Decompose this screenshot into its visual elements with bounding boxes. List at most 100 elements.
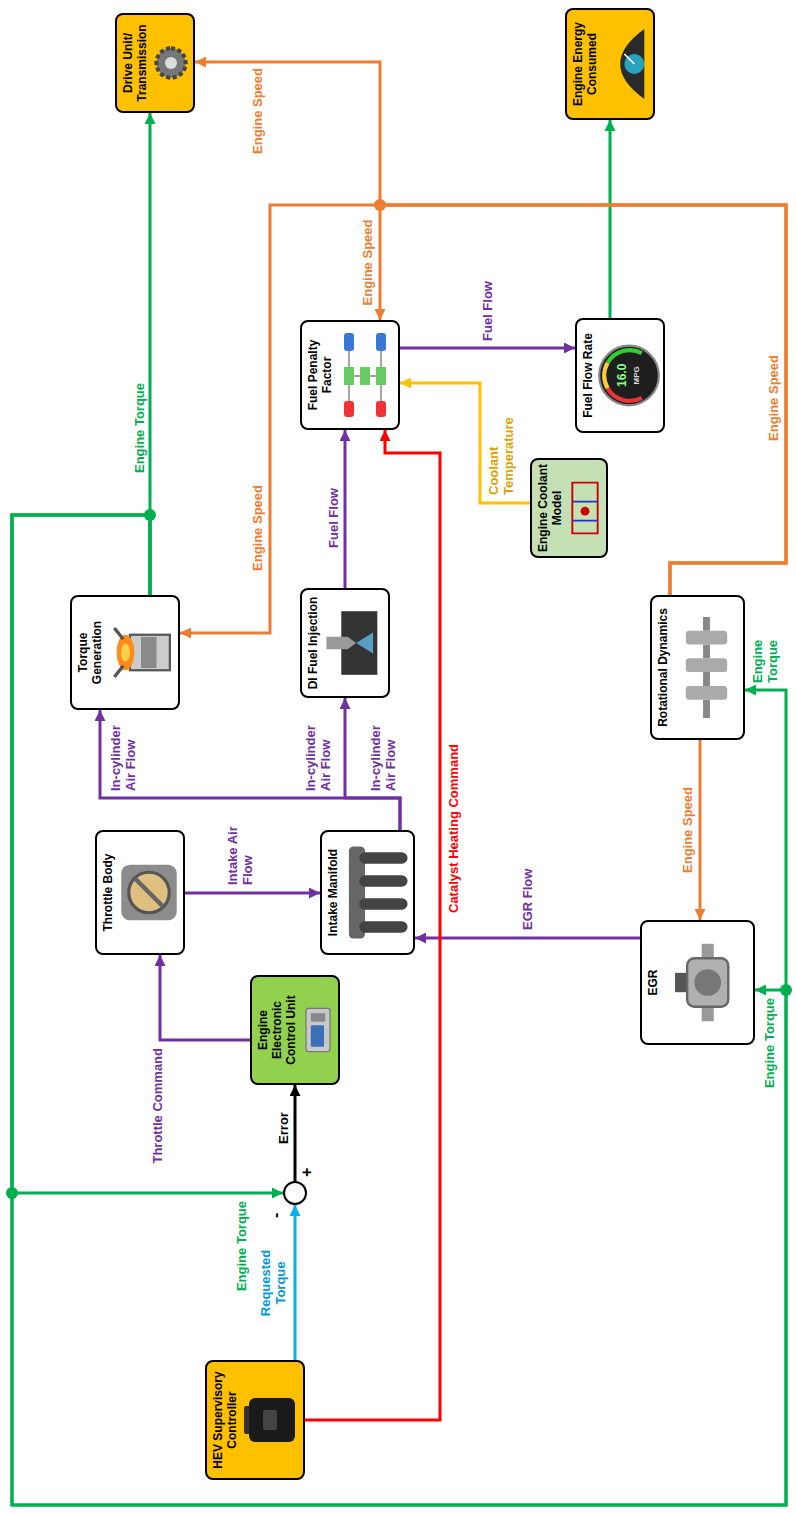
component-box: DI Fuel Injection <box>300 588 390 698</box>
junction-sign: - <box>268 1213 284 1218</box>
signal-label: Engine Speed <box>680 775 695 885</box>
gauge-readout: 16.0 <box>615 364 629 387</box>
signal-line <box>305 430 440 1420</box>
component-illustration <box>572 483 597 534</box>
signal-label: In-cylinder Air Flow <box>368 711 398 791</box>
icon-frame <box>300 977 336 1083</box>
component-box: Fuel Flow Rate16.0MPG <box>575 318 665 433</box>
signal-label: Fuel Flow <box>480 261 495 341</box>
signal-label: Error <box>276 1093 291 1163</box>
icon-frame <box>117 832 181 953</box>
icon-frame <box>566 460 604 556</box>
ecu-box: Engine Electronic Control Unit <box>250 975 340 1085</box>
component-box: Rotational Dynamics <box>650 595 745 740</box>
icon-frame <box>672 597 741 738</box>
box-title: Engine Energy Consumed <box>567 10 601 118</box>
signal-line <box>294 1205 297 1360</box>
signal-label: Engine Torque <box>762 998 777 1118</box>
signal-line <box>344 430 347 588</box>
component-illustration <box>601 10 651 118</box>
signal-line <box>415 937 640 940</box>
summing-junction: -+ <box>283 1181 307 1205</box>
signal-line <box>100 710 400 830</box>
box-title: EGR <box>642 922 662 1043</box>
component-illustration <box>156 48 185 77</box>
icon-frame <box>342 832 411 953</box>
component-illustration <box>566 460 604 556</box>
component-box: Intake Manifold <box>320 830 415 955</box>
component-box: Fuel Penalty Factor <box>300 320 400 430</box>
box-title: Engine Coolant Model <box>532 460 566 556</box>
box-title: Fuel Flow Rate <box>577 320 597 431</box>
icon-frame <box>662 922 751 1043</box>
signal-label: Engine Speed <box>360 210 375 315</box>
component-illustration <box>244 1398 295 1442</box>
junction-dot <box>374 199 386 211</box>
signal-line <box>180 205 786 633</box>
signal-line <box>12 515 786 1505</box>
signal-label: In-cylinder Air Flow <box>108 713 138 791</box>
component-illustration <box>121 865 176 920</box>
box-title: Torque Generation <box>72 597 106 708</box>
signal-label: Coolant Temperature <box>486 395 516 495</box>
component-illustration <box>686 617 727 718</box>
component-illustration <box>306 1008 330 1051</box>
icon-frame <box>597 320 661 431</box>
component-illustration <box>114 628 170 677</box>
component-box: Throttle Body <box>95 830 185 955</box>
icon-frame <box>241 1362 301 1478</box>
signal-label: Engine Torque <box>132 368 147 488</box>
signal-line <box>160 955 250 1040</box>
signal-line <box>345 698 400 830</box>
signal-label: Fuel Flow <box>326 463 341 573</box>
signal-line <box>699 740 702 920</box>
component-illustration <box>336 322 396 428</box>
signal-label: EGR Flow <box>520 850 535 930</box>
component-illustration <box>599 346 659 406</box>
signal-line <box>294 1085 297 1181</box>
icon-frame <box>336 322 396 428</box>
component-illustration <box>672 597 741 738</box>
component-illustration <box>241 1362 301 1478</box>
signal-line <box>185 892 320 895</box>
connector-group <box>12 62 786 1505</box>
box-title: Intake Manifold <box>322 832 342 953</box>
signal-line <box>380 205 786 595</box>
component-illustration <box>151 15 191 111</box>
component-illustration <box>620 29 644 99</box>
component-illustration <box>597 320 661 431</box>
signal-label: Throttle Command <box>150 1048 165 1178</box>
box-title: Fuel Penalty Factor <box>302 322 336 428</box>
box-title: HEV Supervisory Controller <box>207 1362 241 1478</box>
component-illustration <box>344 333 386 417</box>
component-illustration <box>662 922 751 1043</box>
component-illustration <box>322 590 386 696</box>
junction-sign: + <box>299 1168 315 1177</box>
output-box: Engine Energy Consumed <box>565 8 655 120</box>
junction-dot <box>144 509 156 521</box>
signal-label: Engine Torque <box>750 623 780 683</box>
output-box: Drive Unit/ Transmission <box>115 13 195 113</box>
junction-dot <box>6 1187 18 1199</box>
component-illustration <box>326 611 377 675</box>
signal-line <box>609 120 612 318</box>
component-illustration <box>342 832 411 953</box>
component-illustration <box>106 597 176 708</box>
icon-frame <box>106 597 176 708</box>
box-title: Drive Unit/ Transmission <box>117 15 151 111</box>
signal-label: In-cylinder Air Flow <box>303 711 333 791</box>
signal-line <box>195 62 786 595</box>
box-title: Rotational Dynamics <box>652 597 672 738</box>
signal-line <box>12 515 786 1505</box>
controller-box: HEV Supervisory Controller <box>205 1360 305 1480</box>
component-box: Torque Generation <box>70 595 180 710</box>
junction-dots <box>6 199 792 1199</box>
icon-frame <box>601 10 651 118</box>
signal-line <box>12 515 283 1193</box>
signal-line <box>400 383 530 503</box>
component-illustration <box>349 847 402 939</box>
component-illustration <box>117 832 181 953</box>
icon-frame <box>322 590 386 696</box>
component-illustration <box>300 977 336 1083</box>
